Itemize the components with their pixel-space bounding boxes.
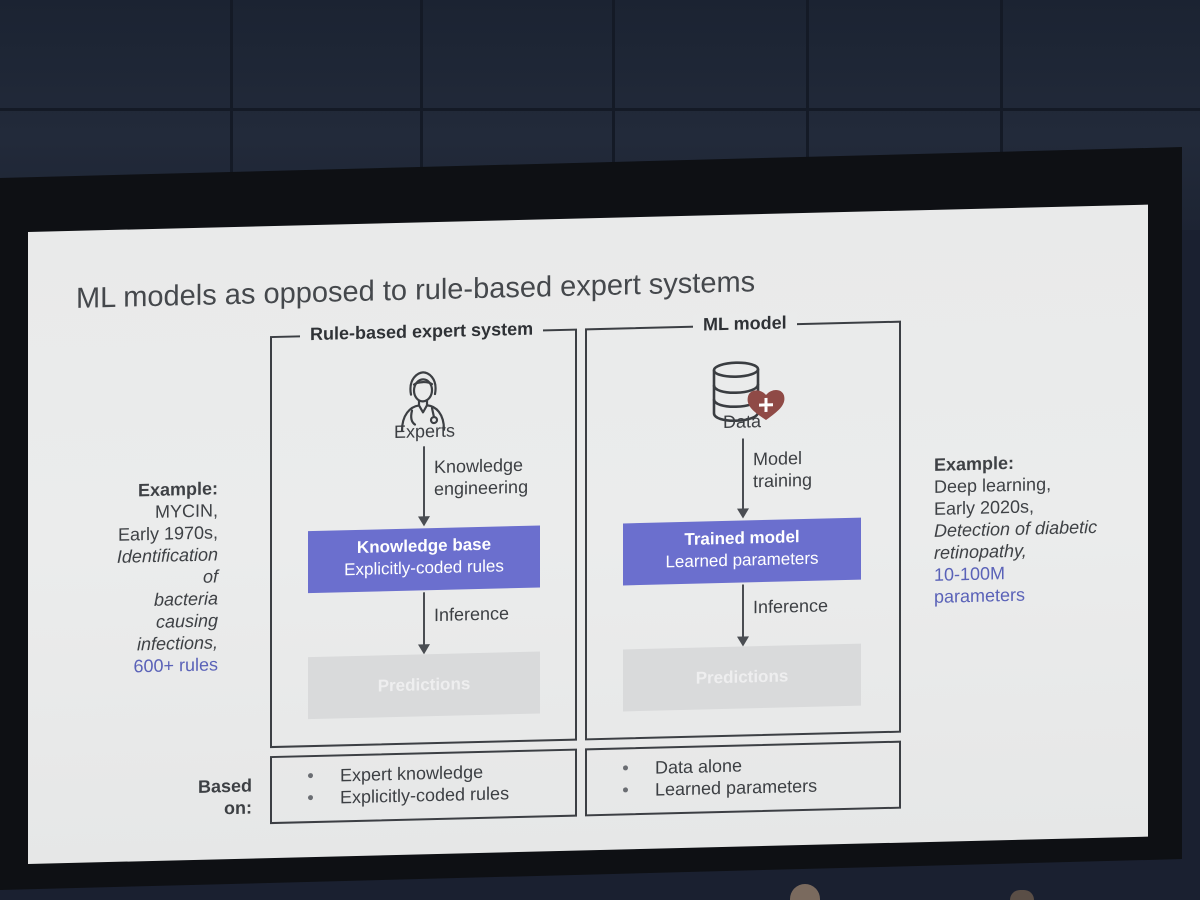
based-on-label-line: Based <box>197 775 252 797</box>
inference-label: Inference <box>434 603 510 626</box>
ml-model-panel-title: ML model <box>693 312 797 336</box>
experts-label: Experts <box>394 420 456 443</box>
doctor-icon <box>400 371 446 432</box>
arrow-down <box>742 584 744 645</box>
based-on-label: Based on: <box>178 775 252 821</box>
based-on-left-box: Expert knowledge Explicitly-coded rules <box>270 748 577 825</box>
step-label: training <box>753 469 813 492</box>
list-item-text: Expert knowledge <box>340 761 484 786</box>
data-label: Data <box>723 411 762 433</box>
audience-head <box>1010 890 1034 900</box>
knowledge-base-title: Knowledge base <box>356 534 492 557</box>
list-item-text: Explicitly-coded rules <box>340 783 510 808</box>
left-example-line: Early 1970s, <box>117 522 218 545</box>
wall-seam <box>420 0 423 200</box>
audience-head <box>790 884 820 900</box>
wall-seam <box>1000 0 1003 200</box>
bullet-icon <box>623 787 628 793</box>
based-on-right-box: Data alone Learned parameters <box>585 740 901 817</box>
step-label: engineering <box>434 476 529 500</box>
arrow-down <box>423 446 425 525</box>
based-on-right-list: Data alone Learned parameters <box>619 753 817 802</box>
inference-label: Inference <box>753 595 829 618</box>
bullet-icon <box>623 765 628 771</box>
left-example-heading: Example: <box>137 478 218 501</box>
knowledge-base-subtitle: Explicitly-coded rules <box>344 556 504 580</box>
presentation-slide: ML models as opposed to rule-based exper… <box>28 204 1148 864</box>
trained-model-box: Trained model Learned parameters <box>623 517 861 586</box>
trained-model-title: Trained model <box>684 527 800 549</box>
slide-title: ML models as opposed to rule-based exper… <box>76 266 756 315</box>
left-example-italic: bacteria causing <box>153 588 218 632</box>
rule-based-panel-title: Rule-based expert system <box>300 318 544 346</box>
bullet-icon <box>308 795 313 801</box>
list-item: Explicitly-coded rules <box>304 782 509 809</box>
step-label: Model <box>753 448 803 470</box>
rule-based-panel: Rule-based expert system Experts Knowled… <box>270 318 577 749</box>
left-example-italic: Identification of <box>116 544 218 587</box>
knowledge-base-box: Knowledge base Explicitly-coded rules <box>308 525 540 594</box>
arrow-down <box>423 592 425 653</box>
based-on-left-list: Expert knowledge Explicitly-coded rules <box>304 760 509 809</box>
wall-seam <box>612 0 615 200</box>
trained-model-subtitle: Learned parameters <box>665 548 819 572</box>
predictions-box: Predictions <box>308 651 540 720</box>
right-example-highlight: parameters <box>934 584 1026 607</box>
left-example: Example: MYCIN, Early 1970s, Identificat… <box>98 477 218 678</box>
wall-seam <box>0 108 1200 111</box>
based-on-label-line: on: <box>224 797 252 819</box>
arrow-down <box>742 438 744 517</box>
ml-model-panel: ML model Data Model training Trained mod… <box>585 312 901 741</box>
wall-seam <box>230 0 233 200</box>
list-item: Learned parameters <box>619 775 817 802</box>
left-example-italic: infections, <box>136 632 218 655</box>
medical-database-icon <box>712 361 785 422</box>
bullet-icon <box>308 773 313 779</box>
list-item-text: Data alone <box>655 755 743 778</box>
predictions-box: Predictions <box>623 643 861 712</box>
wall-seam <box>806 0 809 200</box>
list-item-text: Learned parameters <box>655 775 818 800</box>
step-label: Knowledge <box>434 454 524 478</box>
right-example: Example: Deep learning, Early 2020s, Det… <box>934 449 1134 608</box>
left-example-highlight: 600+ rules <box>133 654 218 677</box>
left-example-line: MYCIN, <box>155 500 218 522</box>
